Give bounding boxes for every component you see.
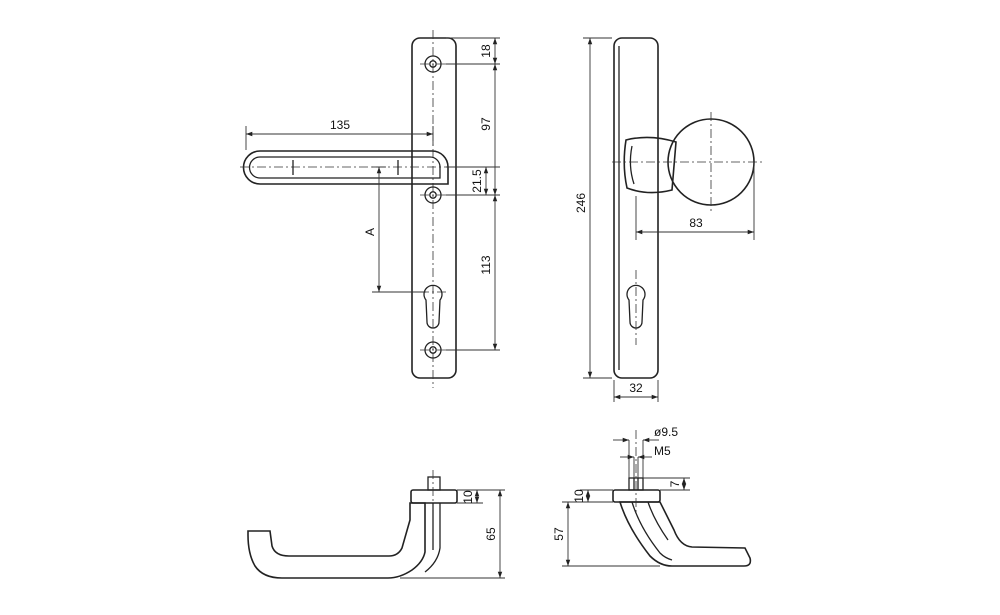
cylinder-cutout-side	[626, 284, 646, 329]
dim-135-label: 135	[330, 118, 350, 132]
dim-97-label: 97	[479, 117, 493, 131]
dim-7-label: 7	[668, 480, 682, 487]
dim-M5-label: M5	[654, 444, 671, 458]
rose-right	[612, 489, 661, 503]
dim-246-label: 246	[574, 193, 588, 213]
side-view: 246 83 32	[574, 37, 762, 402]
spindle-left	[427, 476, 441, 491]
dim-113-label: 113	[479, 255, 493, 274]
lever-angled	[618, 501, 752, 567]
screw-hole-middle	[420, 186, 446, 204]
backplate-side	[613, 37, 659, 379]
lever-profile	[247, 502, 426, 579]
dim-83-label: 83	[689, 216, 703, 230]
dim-diameter-9-5-label: ø9.5	[654, 425, 678, 439]
knob-neck	[623, 136, 677, 194]
screw-hole-top	[420, 55, 446, 73]
dim-57-label: 57	[552, 527, 566, 541]
lever-profile-view: 10 65	[247, 470, 505, 579]
dim-18-label: 18	[479, 44, 493, 58]
dim-32-label: 32	[629, 381, 643, 395]
rose-left	[410, 489, 458, 504]
dim-A-label: A	[363, 228, 377, 236]
lever-angled-view: ø9.5 M5 7 10 57	[552, 425, 752, 567]
screw-hole-bottom	[420, 341, 446, 359]
dim-10-left-label: 10	[461, 490, 475, 504]
lever-handle-front	[242, 150, 449, 185]
dim-10-right-label: 10	[572, 489, 586, 503]
backplate-front	[411, 37, 457, 379]
dim-65-label: 65	[484, 527, 498, 541]
cylinder-cutout-front	[423, 284, 443, 329]
dim-21-5-label: 21.5	[470, 169, 484, 193]
front-view: 135 A 18 97 21.5 113	[240, 30, 500, 388]
